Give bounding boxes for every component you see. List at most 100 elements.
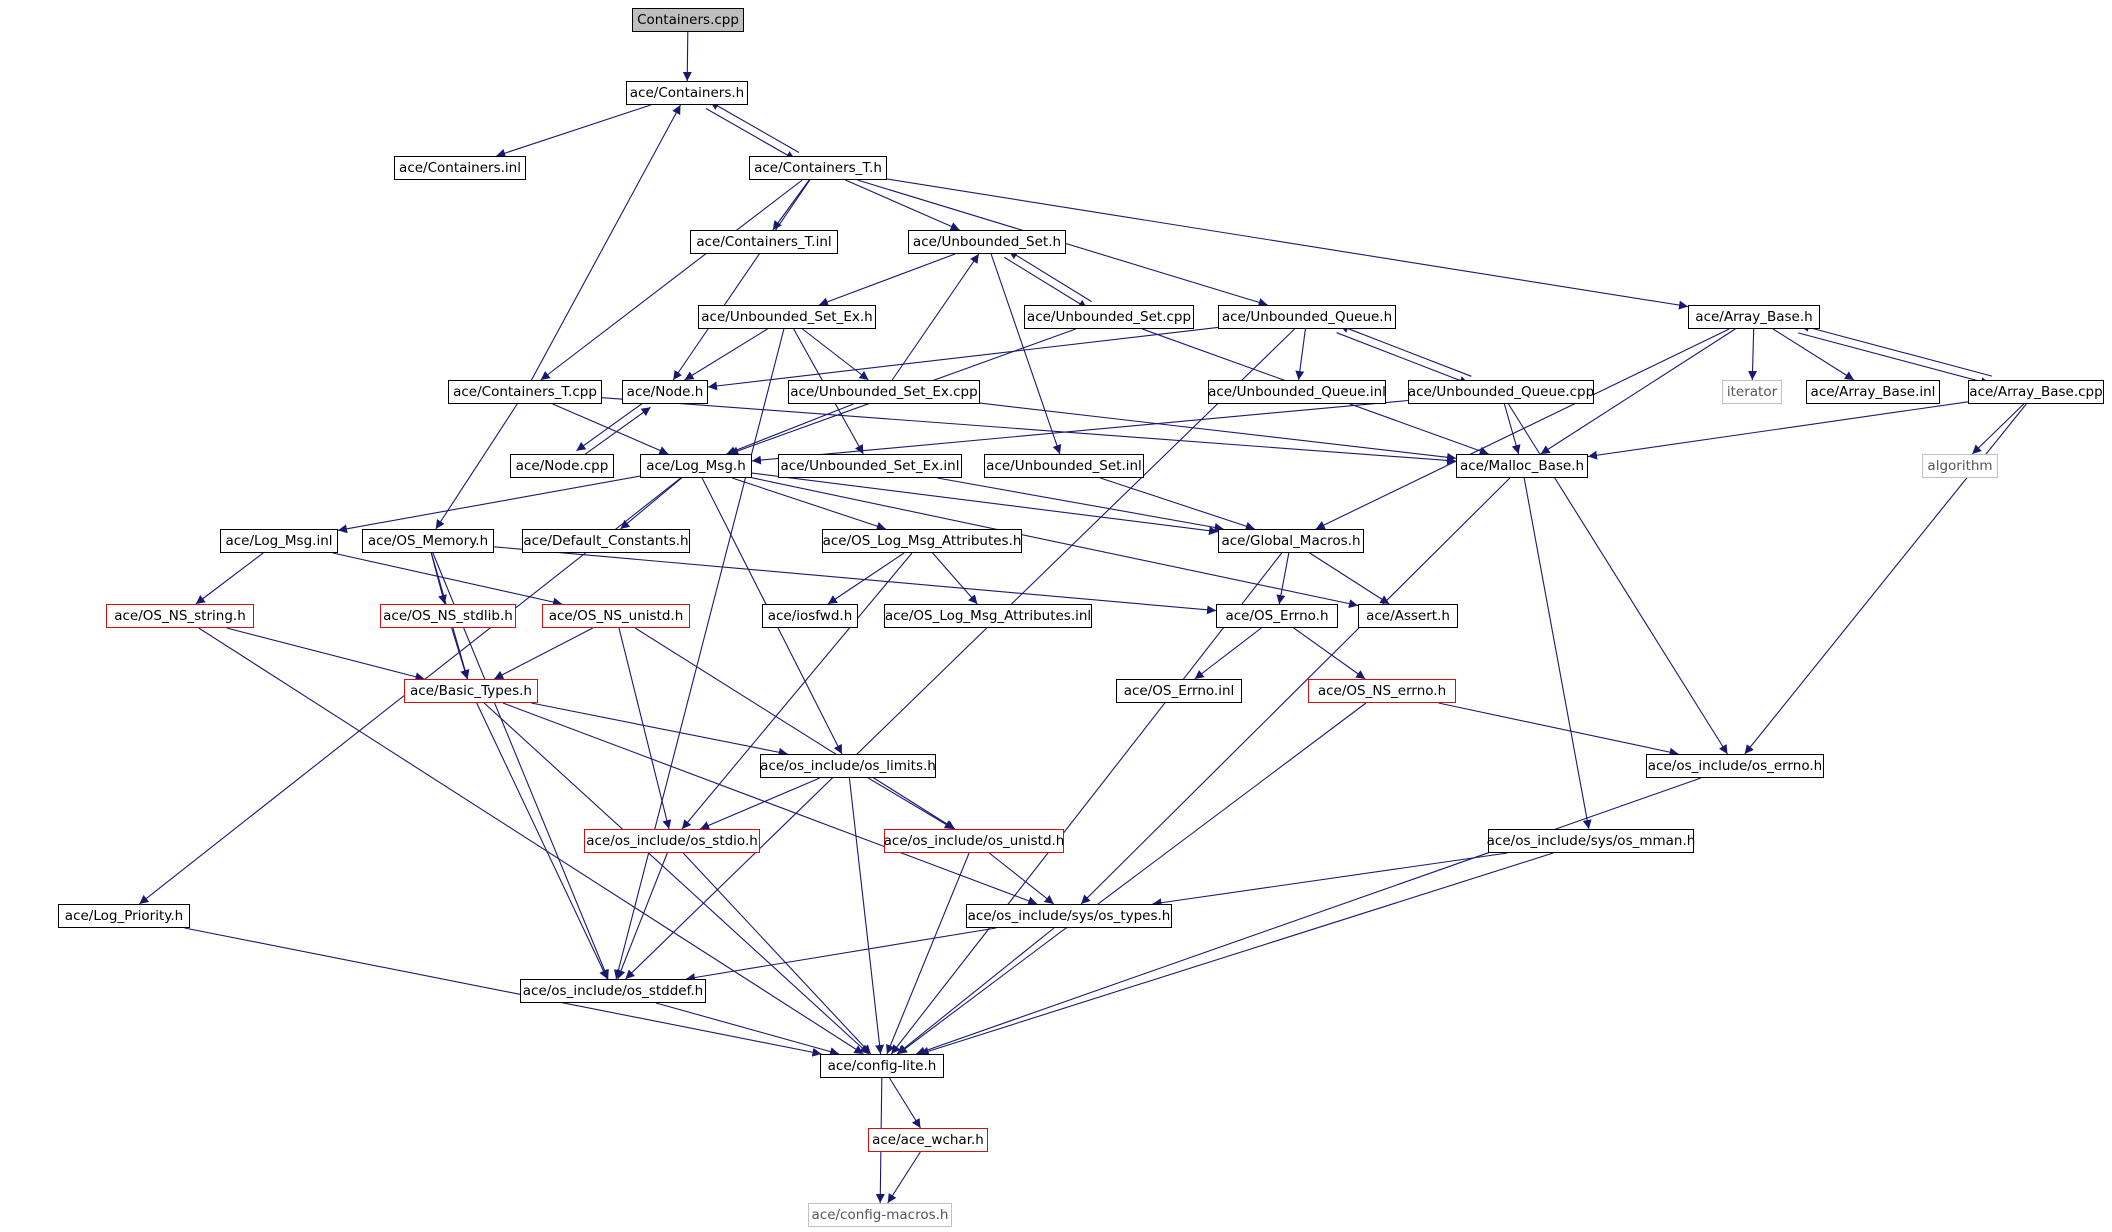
node-containers-t-h[interactable]: ace/Containers_T.h xyxy=(749,156,887,180)
node-unbounded-set-h[interactable]: ace/Unbounded_Set.h xyxy=(908,230,1066,254)
node-containers-inl[interactable]: ace/Containers.inl xyxy=(394,156,526,180)
edge-os_unistd_h-to-sys_os_types_h xyxy=(988,852,1055,905)
edge-containers_t_cpp-to-log_msg_h xyxy=(552,403,669,455)
node-unbounded-queue-inl[interactable]: ace/Unbounded_Queue.inl xyxy=(1208,380,1386,404)
node-unbounded-queue-cpp[interactable]: ace/Unbounded_Queue.cpp xyxy=(1408,380,1594,404)
edge-unbounded_set_h-to-unbounded_set_inl xyxy=(990,253,1062,455)
node-array-base-cpp[interactable]: ace/Array_Base.cpp xyxy=(1968,380,2104,404)
node-os-log-msg-attributes-h[interactable]: ace/OS_Log_Msg_Attributes.h xyxy=(822,529,1022,553)
node-os-errno-inl[interactable]: ace/OS_Errno.inl xyxy=(1116,679,1242,703)
node-containers-t-inl[interactable]: ace/Containers_T.inl xyxy=(690,230,838,254)
node-node-cpp[interactable]: ace/Node.cpp xyxy=(510,454,614,478)
node-os-stddef-h[interactable]: ace/os_include/os_stddef.h xyxy=(520,979,706,1003)
edge-os_stdio_h-to-config_lite_h xyxy=(682,852,872,1055)
edge-containers_t_cpp-to-malloc_base_h xyxy=(601,397,1457,465)
edge-log_msg_h-to-global_macros_h xyxy=(751,472,1219,536)
edge-unbounded_set_h-to-unbounded_set_ex_h xyxy=(818,253,956,307)
edge-basic_types_h-to-sys_os_types_h xyxy=(502,702,1038,906)
node-assert-h[interactable]: ace/Assert.h xyxy=(1358,604,1458,628)
edge-global_macros_h-to-assert_h xyxy=(1309,552,1390,605)
node-os-include-errno-h[interactable]: ace/os_include/os_errno.h xyxy=(1646,754,1824,778)
edge-unbounded_queue_h-to-unbounded_queue_inl xyxy=(1295,328,1306,381)
edge-os_errno_h-to-os_ns_errno_h xyxy=(1293,627,1366,680)
node-log-msg-inl[interactable]: ace/Log_Msg.inl xyxy=(220,529,338,553)
node-log-priority-h[interactable]: ace/Log_Priority.h xyxy=(58,904,190,928)
edge-global_macros_h-to-os_errno_h xyxy=(1276,552,1290,605)
edge-node_cpp-to-node_h xyxy=(580,406,651,458)
node-unbounded-set-ex-cpp[interactable]: ace/Unbounded_Set_Ex.cpp xyxy=(788,380,980,404)
node-containers-cpp[interactable]: Containers.cpp xyxy=(632,8,744,32)
node-log-msg-h[interactable]: ace/Log_Msg.h xyxy=(640,454,752,478)
edge-unbounded_queue_h-to-node_h xyxy=(707,326,1219,391)
edge-ace_wchar_h-to-config_macros_h xyxy=(887,1151,921,1204)
node-os-ns-stdlib-h[interactable]: ace/OS_NS_stdlib.h xyxy=(380,604,516,628)
edge-containers_t_cpp-to-containers_h xyxy=(531,104,681,381)
node-global-macros-h[interactable]: ace/Global_Macros.h xyxy=(1218,529,1364,553)
node-array-base-h[interactable]: ace/Array_Base.h xyxy=(1688,305,1820,329)
edge-containers_t_h-to-array_base_h xyxy=(886,178,1689,310)
node-os-errno-h[interactable]: ace/OS_Errno.h xyxy=(1216,604,1338,628)
edge-basic_types_h-to-config_lite_h xyxy=(483,702,870,1055)
node-node-h[interactable]: ace/Node.h xyxy=(622,380,708,404)
edge-os_ns_unistd_h-to-os_unistd_h xyxy=(634,627,956,830)
edge-unbounded_set_cpp-to-unbounded_set_h xyxy=(1008,250,1092,303)
edge-unbounded_set_inl-to-global_macros_h xyxy=(1100,477,1255,531)
edge-os_limits_h-to-os_unistd_h xyxy=(867,777,955,830)
edge-config_lite_h-to-ace_wchar_h xyxy=(889,1077,921,1129)
edge-sys_os_types_h-to-config_lite_h xyxy=(896,927,1055,1055)
node-os-limits-h[interactable]: ace/os_include/os_limits.h xyxy=(760,754,936,778)
edge-os_ns_string_h-to-basic_types_h xyxy=(226,627,425,682)
edge-containers_h-to-containers_t_h xyxy=(705,108,796,160)
edge-array_base_cpp-to-malloc_base_h xyxy=(1587,401,1969,460)
edge-sys_os_mman_h-to-config_lite_h xyxy=(919,852,1554,1056)
node-os-log-msg-attributes-inl[interactable]: ace/OS_Log_Msg_Attributes.inl xyxy=(884,604,1092,628)
node-unbounded-set-inl[interactable]: ace/Unbounded_Set.inl xyxy=(984,454,1144,478)
edge-log_priority_h-to-config_lite_h xyxy=(184,927,822,1057)
edge-sys_os_mman_h-to-sys_os_types_h xyxy=(1152,852,1508,908)
node-unbounded-set-cpp[interactable]: ace/Unbounded_Set.cpp xyxy=(1024,305,1194,329)
edge-os_ns_errno_h-to-os_include_errno_h xyxy=(1438,702,1679,757)
edge-os_ns_unistd_h-to-basic_types_h xyxy=(493,627,594,680)
edge-os_stddef_h-to-config_lite_h xyxy=(655,1002,840,1056)
edge-log_msg_inl-to-os_ns_string_h xyxy=(195,552,264,605)
node-os-unistd-h[interactable]: ace/os_include/os_unistd.h xyxy=(884,829,1064,853)
edge-containers_cpp-to-containers_h xyxy=(682,31,692,82)
edge-containers_t_h-to-containers_t_cpp xyxy=(540,179,803,381)
node-array-base-inl[interactable]: ace/Array_Base.inl xyxy=(1806,380,1940,404)
node-os-stdio-h[interactable]: ace/os_include/os_stdio.h xyxy=(584,829,760,853)
edge-sys_os_types_h-to-os_stddef_h xyxy=(685,927,997,982)
node-malloc-base-h[interactable]: ace/Malloc_Base.h xyxy=(1456,454,1588,478)
node-unbounded-set-ex-inl[interactable]: ace/Unbounded_Set_Ex.inl xyxy=(778,454,962,478)
node-basic-types-h[interactable]: ace/Basic_Types.h xyxy=(404,679,538,703)
node-config-lite-h[interactable]: ace/config-lite.h xyxy=(820,1054,944,1078)
edge-array_base_h-to-malloc_base_h xyxy=(1540,328,1736,455)
edge-os_ns_stdlib_h-to-basic_types_h xyxy=(451,627,469,680)
edge-log_msg_h-to-default_constants_h xyxy=(620,477,682,530)
edge-log_msg_h-to-log_msg_inl xyxy=(337,475,641,534)
edge-unbounded_set_h-to-unbounded_set_cpp xyxy=(1004,256,1088,309)
edge-unbounded_queue_h-to-os_stddef_h xyxy=(625,328,1295,980)
node-sys-os-types-h[interactable]: ace/os_include/sys/os_types.h xyxy=(966,904,1172,928)
node-containers-h[interactable]: ace/Containers.h xyxy=(626,81,748,105)
node-unbounded-queue-h[interactable]: ace/Unbounded_Queue.h xyxy=(1218,305,1396,329)
node-iosfwd-h[interactable]: ace/iosfwd.h xyxy=(762,604,858,628)
edge-containers_h-to-containers_inl xyxy=(496,104,651,158)
node-containers-t-cpp[interactable]: ace/Containers_T.cpp xyxy=(448,380,602,404)
node-algorithm: algorithm xyxy=(1922,454,1998,478)
node-os-memory-h[interactable]: ace/OS_Memory.h xyxy=(362,529,494,553)
node-sys-os-mman-h[interactable]: ace/os_include/sys/os_mman.h xyxy=(1487,829,1695,853)
node-default-constants-h[interactable]: ace/Default_Constants.h xyxy=(522,529,690,553)
node-os-ns-errno-h[interactable]: ace/OS_NS_errno.h xyxy=(1308,679,1456,703)
edge-unbounded_queue_cpp-to-malloc_base_h xyxy=(1503,403,1521,455)
node-os-ns-unistd-h[interactable]: ace/OS_NS_unistd.h xyxy=(542,604,690,628)
edge-node_h-to-node_cpp xyxy=(576,400,647,452)
edge-basic_types_h-to-os_stddef_h xyxy=(476,702,608,980)
edge-unbounded_set_ex_cpp-to-unbounded_set_h xyxy=(891,253,980,381)
node-unbounded-set-ex-h[interactable]: ace/Unbounded_Set_Ex.h xyxy=(698,305,876,329)
edge-containers_t_cpp-to-os_memory_h xyxy=(435,403,518,530)
edge-basic_types_h-to-os_limits_h xyxy=(531,702,788,757)
edge-os_limits_h-to-config_lite_h xyxy=(848,777,885,1055)
node-ace-wchar-h[interactable]: ace/ace_wchar.h xyxy=(868,1128,988,1152)
node-os-ns-string-h[interactable]: ace/OS_NS_string.h xyxy=(106,604,254,628)
